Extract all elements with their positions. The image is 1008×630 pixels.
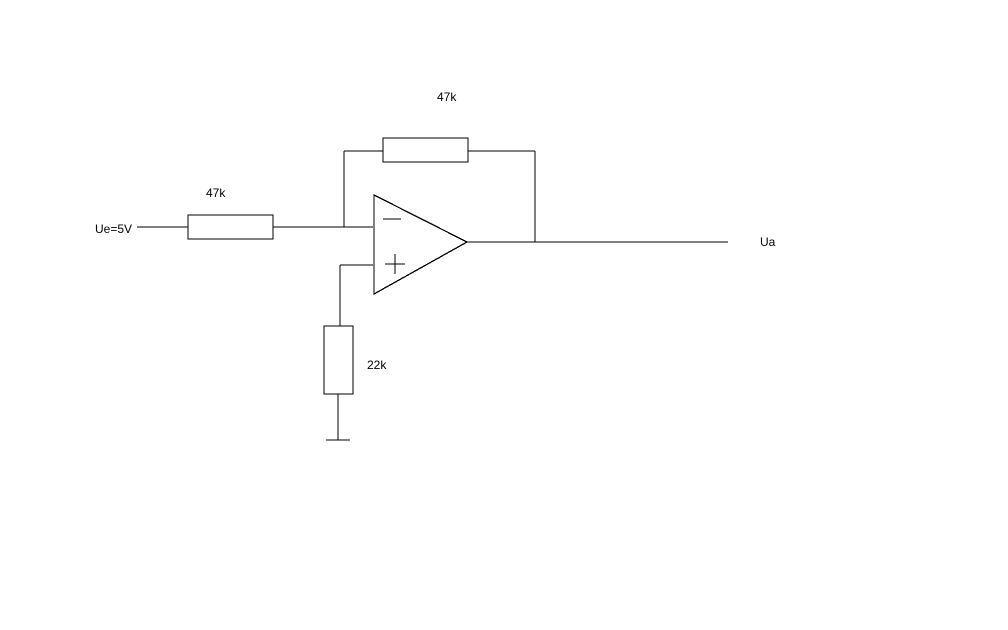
op-amp-triangle [373,193,469,296]
input-resistor-label: 47k [206,186,226,200]
ground-resistor [323,325,354,395]
feedback-resistor-label: 47k [437,90,457,104]
feedback-resistor [382,137,469,163]
input-resistor [187,214,274,240]
ground-resistor-label: 22k [367,358,387,372]
input-voltage-label: Ue=5V [95,222,132,236]
output-voltage-label: Ua [760,235,776,249]
